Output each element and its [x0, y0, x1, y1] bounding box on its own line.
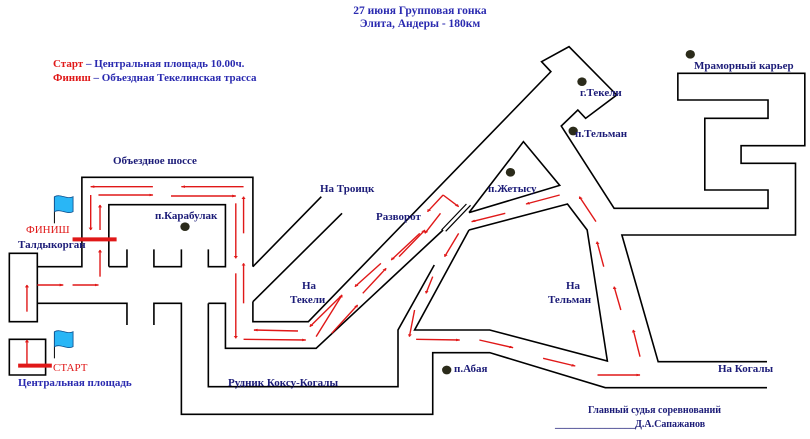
road-edge — [109, 205, 226, 267]
label-start: СТАРТ — [53, 362, 88, 374]
road-edge — [37, 303, 127, 325]
legend-start: Старт – Центральная площадь 10.00ч. — [53, 58, 244, 71]
roads — [9, 47, 804, 415]
road-edge — [253, 213, 342, 301]
route-arrow — [424, 277, 433, 294]
label-to-kogaly: На Когалы — [718, 363, 774, 375]
route-arrow — [595, 241, 604, 267]
route-arrow — [631, 329, 640, 357]
route-arrow — [612, 286, 621, 310]
settlement-dot-icon — [180, 222, 190, 231]
road-edge — [154, 249, 181, 266]
road-edge — [37, 177, 253, 266]
route-arrow — [578, 196, 596, 222]
label-marble-quarry: Мраморный карьер — [694, 60, 794, 72]
route-arrow — [428, 195, 444, 212]
label-to-tekeli-2: Текели — [290, 294, 326, 306]
route-arrow — [543, 358, 576, 367]
road-edge — [9, 339, 45, 375]
judge-name: ________________Д.А.Сапажанов — [555, 419, 706, 430]
route-arrow — [332, 304, 358, 333]
legend-finish-label: Финиш — [53, 72, 91, 84]
label-taldykorgan: Талдыкорган — [18, 239, 86, 251]
route-arrow — [354, 263, 381, 287]
route-arrow — [253, 328, 298, 332]
road-edge — [469, 142, 560, 213]
route-arrow — [363, 268, 386, 293]
label-telman-village: п.Тельман — [575, 128, 628, 140]
route-arrow — [444, 233, 459, 257]
label-koksu-mine: Рудник Коксу-Когалы — [228, 377, 339, 389]
route-arrow — [316, 294, 343, 337]
route-arrow — [525, 195, 560, 205]
header-title: 27 июня Групповая гонка — [353, 5, 487, 17]
road-edge — [253, 47, 805, 362]
label-abaya: п.Абая — [454, 363, 488, 375]
turnaround-mark — [446, 205, 471, 231]
legend-start-label: Старт — [53, 58, 84, 70]
road-edge — [415, 204, 608, 361]
road-edge — [208, 230, 443, 348]
turnaround-mark — [442, 204, 467, 230]
legend-start-text: – Центральная площадь 10.00ч. — [83, 58, 245, 70]
label-finish: ФИНИШ — [26, 224, 70, 236]
route-arrow — [244, 338, 307, 342]
label-turnaround: Разворот — [376, 211, 421, 223]
legend-finish-text: – Объездная Текелинская трасса — [90, 72, 257, 84]
label-to-telman-2: Тельман — [548, 294, 592, 306]
route-arrow — [407, 310, 414, 337]
route-arrow — [479, 340, 514, 349]
legend-finish: Финиш – Объездная Текелинская трасса — [53, 72, 257, 85]
label-bypass: Объездное шоссе — [113, 155, 197, 167]
flag-icon — [54, 331, 73, 348]
settlement-dot-icon — [685, 50, 695, 59]
route-arrow — [399, 229, 425, 257]
route-arrow — [425, 213, 441, 234]
road-edge — [9, 253, 37, 321]
route-arrow — [471, 213, 506, 223]
route-arrows — [24, 185, 641, 377]
settlement-dot-icon — [577, 77, 587, 86]
header-subtitle: Элита, Андеры - 180км — [359, 18, 481, 30]
label-to-telman-1: На — [566, 280, 581, 292]
route-arrow — [310, 295, 342, 327]
settlement-dot-icon — [568, 126, 578, 136]
road-edge — [253, 197, 321, 267]
road-edge — [208, 265, 434, 387]
label-karabulak: п.Карабулак — [155, 210, 218, 222]
road-edge — [109, 249, 127, 266]
label-to-tekeli-1: На — [302, 280, 317, 292]
settlement-dot-icon — [505, 168, 516, 177]
road-edge — [154, 303, 767, 414]
judge-title: Главный судья соревнований — [588, 405, 722, 416]
route-arrow — [416, 338, 461, 342]
route-arrow — [391, 233, 420, 261]
map-marks — [18, 50, 695, 375]
label-central-square: Центральная площадь — [18, 377, 132, 389]
label-to-troitsk: На Троицк — [320, 183, 375, 195]
settlement-dot-icon — [442, 365, 452, 375]
flag-icon — [54, 196, 73, 213]
label-zhetysu: п.Жетысу — [488, 183, 537, 195]
route-arrow — [443, 195, 459, 207]
label-tekeli-town: г.Текели — [580, 87, 622, 99]
